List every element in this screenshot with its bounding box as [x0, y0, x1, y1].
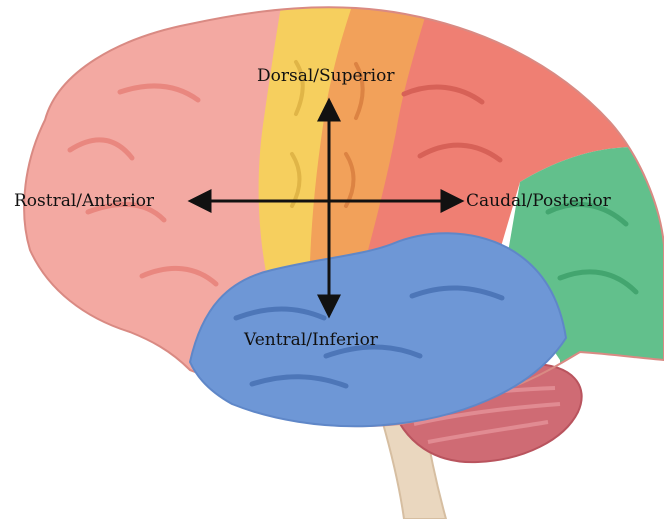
rostral-anterior-label: Rostral/Anterior — [14, 191, 154, 211]
caudal-posterior-label: Caudal/Posterior — [466, 191, 611, 211]
frontal-lobe — [0, 0, 290, 519]
ventral-inferior-label: Ventral/Inferior — [244, 330, 378, 350]
dorsal-superior-label: Dorsal/Superior — [257, 66, 394, 86]
